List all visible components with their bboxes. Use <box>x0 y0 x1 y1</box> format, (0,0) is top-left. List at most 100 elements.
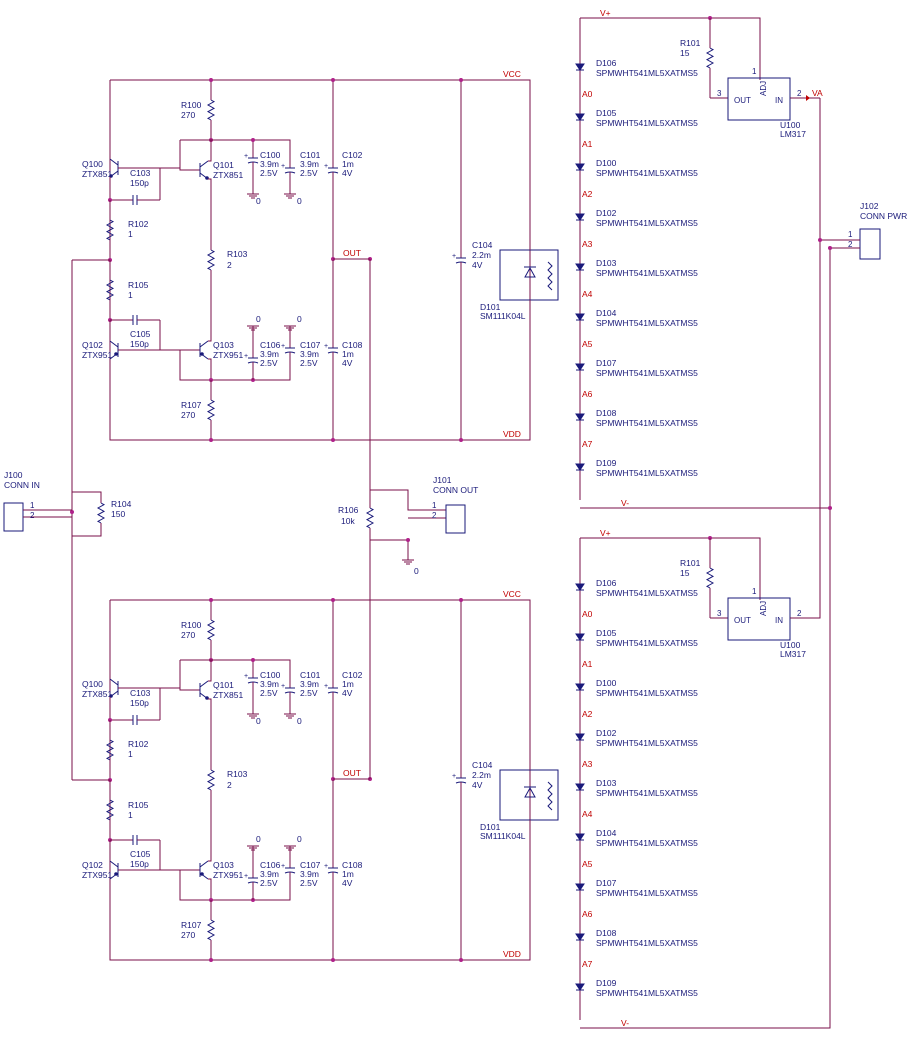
r105-val: 1 <box>128 290 133 300</box>
diode-triangle <box>575 213 585 221</box>
wire <box>179 350 291 381</box>
u100-in-pin: IN <box>775 96 783 105</box>
net-label-vcc: VCC <box>503 589 521 599</box>
node-label: A1 <box>582 139 593 149</box>
c104-volt: 4V <box>472 260 483 270</box>
c100-val: 3.9m <box>260 679 279 689</box>
c102-val: 1m <box>342 679 354 689</box>
c104-ref: C104 <box>472 760 493 770</box>
c101-volt: 2.5V <box>300 168 318 178</box>
q100-transistor <box>109 678 119 698</box>
r107-resistor <box>206 399 216 421</box>
u100-adj-pin: ADJ <box>759 601 768 616</box>
c102-cap: + <box>324 163 339 174</box>
c102-ref: C102 <box>342 670 363 680</box>
led-part-number: SPMWHT541ML5XATMS5 <box>596 168 698 178</box>
d101-val: SM111K04L <box>480 831 526 841</box>
c103-cap <box>132 715 138 725</box>
diode-triangle <box>575 983 585 991</box>
c102-ref: C102 <box>342 150 363 160</box>
wire <box>72 526 102 537</box>
led-part-number: SPMWHT541ML5XATMS5 <box>596 68 698 78</box>
diode-triangle <box>575 413 585 421</box>
j101-ref: J101 <box>433 475 452 485</box>
c106-ground <box>247 845 259 851</box>
u100-pin3-num: 3 <box>717 89 722 98</box>
c105-val: 150p <box>130 859 149 869</box>
j101-val: CONN OUT <box>433 485 478 495</box>
r103-ref: R103 <box>227 249 248 259</box>
led-part-number: SPMWHT541ML5XATMS5 <box>596 418 698 428</box>
diode-triangle <box>575 783 585 791</box>
c103-ref: C103 <box>130 168 151 178</box>
net-label-vplus: V+ <box>600 528 611 538</box>
diode-triangle <box>575 833 585 841</box>
c105-ref: C105 <box>130 849 151 859</box>
c101-val: 3.9m <box>300 679 319 689</box>
gnd-label: 0 <box>256 716 261 726</box>
d101-protection-diode <box>499 600 559 960</box>
c101-val: 3.9m <box>300 159 319 169</box>
c105-cap <box>132 315 138 325</box>
c104-cap: + <box>452 773 467 784</box>
r100-resistor <box>206 619 216 641</box>
r105-val: 1 <box>128 810 133 820</box>
polarity-mark: + <box>324 683 328 690</box>
node-label: A6 <box>582 909 593 919</box>
c101-volt: 2.5V <box>300 688 318 698</box>
c106-ref: C106 <box>260 340 281 350</box>
led-part-number: SPMWHT541ML5XATMS5 <box>596 938 698 948</box>
led-d109 <box>575 463 585 471</box>
led-d106 <box>575 63 585 71</box>
r100-ref: R100 <box>181 100 202 110</box>
emitter-arrow <box>200 352 204 356</box>
wire <box>208 840 212 862</box>
emitter-arrow <box>114 352 118 356</box>
net-label-va: VA <box>812 88 823 98</box>
q101-ref: Q101 <box>213 160 234 170</box>
d101-ref: D101 <box>480 302 501 312</box>
c101-ref: C101 <box>300 150 321 160</box>
led-ref: D108 <box>596 928 617 938</box>
c100-cap: + <box>244 673 259 684</box>
wire <box>208 878 212 900</box>
led-ref: D107 <box>596 358 617 368</box>
r104-resistor <box>96 502 106 524</box>
led-ref: D105 <box>596 108 617 118</box>
net-label-vminus: V- <box>621 498 629 508</box>
wire <box>72 491 102 500</box>
u100-in-pin: IN <box>775 616 783 625</box>
junction-dot <box>331 598 335 602</box>
d101-body <box>499 769 559 821</box>
node-label: A6 <box>582 389 593 399</box>
polarity-mark: + <box>244 153 248 160</box>
q101-transistor <box>199 160 209 180</box>
r103-resistor <box>206 249 216 271</box>
diode-triangle <box>575 463 585 471</box>
net-label-vplus: V+ <box>600 8 611 18</box>
c102-cap: + <box>324 683 339 694</box>
d101-protection-diode <box>499 80 559 440</box>
junction-dot <box>331 78 335 82</box>
r105-resistor <box>105 279 115 301</box>
emitter-arrow <box>109 174 113 178</box>
led-ref: D104 <box>596 308 617 318</box>
wire <box>179 870 291 901</box>
j100-ref: J100 <box>4 470 23 480</box>
wire <box>208 320 212 342</box>
r101-resistor <box>705 567 715 589</box>
c100-ref: C100 <box>260 670 281 680</box>
c108-ref: C108 <box>342 860 363 870</box>
led-part-number: SPMWHT541ML5XATMS5 <box>596 738 698 748</box>
led-d103 <box>575 263 585 271</box>
c108-ref: C108 <box>342 340 363 350</box>
r100-ref: R100 <box>181 620 202 630</box>
r100-resistor <box>206 99 216 121</box>
q101-val: ZTX851 <box>213 690 244 700</box>
j102-connector-body <box>859 228 881 260</box>
q103-ref: Q103 <box>213 860 234 870</box>
r102-ref: R102 <box>128 739 149 749</box>
diode-triangle <box>575 113 585 121</box>
r101-ref: R101 <box>680 38 701 48</box>
